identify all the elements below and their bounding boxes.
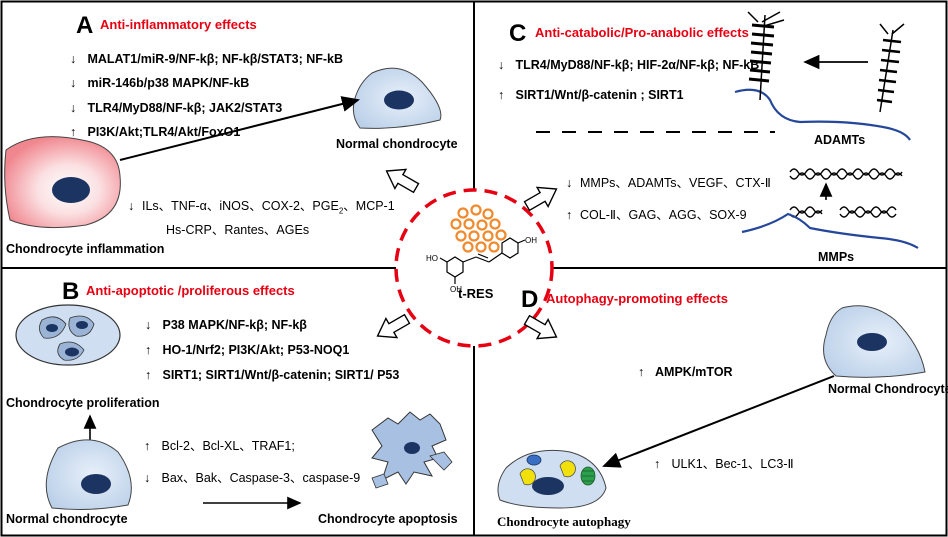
panel-b-markers-up: ↑ Bcl-2、Bcl-XL、TRAF1; — [144, 439, 295, 453]
panel-c-pathway-1: ↓ TLR4/MyD88/NF-kβ; HIF-2α/NF-kβ; NF-kB — [498, 58, 760, 72]
panel-d-graphics — [497, 305, 926, 509]
panel-d-title: Autophagy-promoting effects — [546, 291, 728, 306]
panel-b-pathway-2: ↑ HO-1/Nrf2; PI3K/Akt; P53-NOQ1 — [145, 343, 350, 357]
panel-b-apoptosis-label: Chondrocyte apoptosis — [318, 512, 458, 526]
resveratrol-structure — [439, 237, 526, 284]
autophagy-nucleus — [532, 477, 564, 495]
panel-d-autophagy-label: Chondrocyte autophagy — [497, 514, 631, 529]
panel-a-pathway-2: ↓ miR-146b/p38 MAPK/NF-kB — [70, 76, 250, 90]
aggrecan-right — [876, 23, 905, 113]
panel-c-letter: C — [509, 20, 527, 47]
panel-a-graphics — [4, 67, 442, 229]
center-label: t-RES — [458, 286, 494, 301]
normal-chondrocyte-b — [45, 439, 132, 510]
panel-a-inflamed-label: Chondrocyte inflammation — [6, 242, 165, 256]
panel-c-title: Anti-catabolic/Pro-anabolic effects — [535, 25, 749, 40]
panel-c-pathway-2: ↑ SIRT1/Wnt/β-catenin ; SIRT1 — [498, 88, 684, 102]
resveratrol-dots — [450, 204, 507, 253]
normal-nucleus-d — [857, 333, 887, 351]
panel-c-graphics — [523, 11, 919, 249]
hollow-arrow-a — [385, 168, 420, 194]
cartilage-matrix-upper — [734, 88, 911, 141]
collagen-fiber-top — [789, 168, 903, 176]
panel-c-markers-down: ↓MMPs、ADAMTs、VEGF、CTX-Ⅱ — [566, 176, 771, 190]
collagen-fiber-broken-2 — [839, 206, 897, 214]
panel-b-prolif-label: Chondrocyte proliferation — [6, 396, 160, 410]
panel-b-pathway-1: ↓ P38 MAPK/NF-kβ; NF-kβ — [145, 318, 307, 332]
panel-b-letter: B — [62, 278, 80, 305]
collagen-fiber-broken-1 — [789, 206, 823, 214]
panel-d-pathway: ↑ AMPK/mTOR — [638, 365, 733, 379]
normal-nucleus-b — [81, 474, 111, 494]
arrow-to-autophagy — [602, 375, 835, 468]
normal-nucleus-a — [384, 90, 414, 110]
panel-b-title: Anti-apoptotic /proliferous effects — [86, 283, 295, 298]
hollow-arrow-b — [376, 313, 411, 339]
aggrecan-left — [747, 11, 785, 101]
panel-a-normal-label: Normal chondrocyte — [336, 137, 458, 151]
oh-label-right: OH — [525, 236, 537, 245]
panel-b-normal-label: Normal chondrocyte — [6, 512, 128, 526]
panel-a-letter: A — [76, 12, 94, 39]
panel-a-markers-line2: Hs-CRP、Rantes、AGEs — [166, 223, 310, 237]
panel-c-mmps-label: MMPs — [818, 250, 855, 264]
panel-d-normal-label: Normal Chondrocyte — [828, 382, 948, 396]
panel-a-title: Anti-inflammatory effects — [100, 17, 257, 32]
hollow-arrow-d — [523, 314, 558, 340]
cartilage-matrix-lower — [741, 212, 919, 249]
panel-c-adamts-label: ADAMTs — [814, 133, 866, 147]
inflamed-nucleus — [52, 177, 90, 203]
panel-a-pathway-3: ↓ TLR4/MyD88/NF-kβ; JAK2/STAT3 — [70, 101, 283, 115]
center-circle — [394, 188, 554, 348]
panel-c-markers-up: ↑COL-Ⅱ、GAG、AGG、SOX-9 — [566, 208, 747, 222]
ho-label-left: HO — [426, 254, 438, 263]
panel-b-markers-down: ↓ Bax、Bak、Caspase-3、caspase-9 — [144, 471, 361, 485]
hollow-arrow-c — [523, 186, 558, 212]
panel-b-pathway-3: ↑ SIRT1; SIRT1/Wnt/β-catenin; SIRT1/ P53 — [145, 368, 400, 382]
panel-b-graphics — [15, 304, 453, 510]
panel-a-pathway-4: ↑ PI3K/Akt;TLR4/Akt/FoxO1 — [70, 125, 241, 139]
arrow-inflamed-to-normal — [119, 96, 360, 161]
panel-a-markers-line1: ↓ILs、TNF-α、iNOS、COX-2、PGE2、MCP-1 — [128, 199, 395, 216]
panel-d-letter: D — [521, 286, 539, 313]
panel-a-pathway-1: ↓ MALAT1/miR-9/NF-kβ; NF-kβ/STAT3; NF-kB — [70, 52, 344, 66]
panel-d-markers: ↑ ULK1、Bec-1、LC3-Ⅱ — [654, 457, 794, 471]
oh-label-bottom: OH — [450, 285, 462, 294]
